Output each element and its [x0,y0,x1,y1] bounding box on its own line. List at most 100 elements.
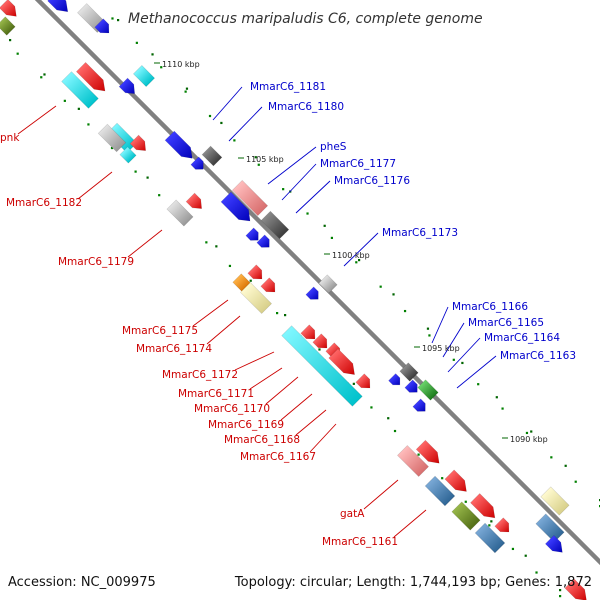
gene-arrow [540,486,570,516]
gene-label: MmarC6_1175 [122,325,198,337]
gene-arrow [281,325,363,407]
gene-leader-line [265,376,299,405]
gene-arrow-shape [164,130,193,159]
gene-arrow-shape [118,77,135,94]
ruler-tick-label: 1100 kbp [332,251,370,260]
gene-arrow-shape [247,264,263,280]
gc-tick-mark [393,429,397,433]
gc-tick-mark [184,90,187,93]
gene-arrow [164,130,193,159]
gc-tick-mark [417,453,420,456]
gene-arrow [0,0,17,17]
gene-arrow-shape [129,134,146,151]
gc-tick-mark [559,595,562,598]
gene-arrow [94,18,110,34]
gene-label: MmarC6_1180 [268,101,344,113]
gene-arrow-shape [220,191,251,222]
gene-arrow [119,146,137,164]
gene-arrow-shape [166,199,194,227]
gene-arrow-shape [260,210,290,240]
gc-tick-mark [233,139,236,142]
gene-arrow [47,0,69,13]
gene-arrow [231,179,269,217]
gene-label: MmarC6_1181 [250,81,326,93]
gene-arrow-shape [190,156,204,170]
gene-label: MmarC6_1165 [468,317,544,329]
gc-tick-mark [501,407,504,410]
gc-tick-mark [228,264,232,268]
gene-arrow [474,522,506,554]
gene-arrow [260,277,276,293]
gene-arrow-shape [451,501,481,531]
gc-tick-mark [511,547,515,551]
gc-tick-mark [428,334,431,337]
gc-tick-mark [441,477,444,480]
gc-tick-mark [574,480,577,483]
gene-label: MmarC6_1182 [6,197,82,209]
leader-layer [17,86,497,538]
gene-leader-line [442,322,465,358]
gene-arrow-shape [328,348,355,375]
ruler-tick-mark [117,19,120,22]
gene-arrow [305,286,319,300]
gene-arrow-shape [119,146,137,164]
ruler-tick-mark [490,520,493,523]
gene-arrow-shape [417,379,439,401]
gc-tick-mark [158,194,161,197]
gene-arrow [0,16,16,36]
gene-arrow [129,134,146,151]
gc-tick-mark [276,312,279,315]
gene-leader-line [447,337,481,373]
gc-tick-mark [257,163,260,166]
gene-leader-line [267,146,317,185]
gene-leader-line [280,393,313,421]
gc-tick-mark [452,358,455,361]
ruler-tick-mark [426,327,430,330]
ruler-tick-mark [461,361,464,365]
gc-tick-mark [330,236,334,240]
gene-arrow [300,324,316,340]
gene-label: pheS [320,141,347,153]
gene-arrow-shape [281,325,363,407]
gene-arrow [399,362,419,382]
gc-tick-mark [134,170,137,173]
ruler-tick-mark [564,464,567,467]
gene-label: MmarC6_1167 [240,451,316,463]
gene-arrow [201,145,223,167]
ruler-tick-mark [215,245,218,248]
gene-leader-line [127,229,163,258]
gene-arrow [318,274,338,294]
genome-summary-text: Topology: circular; Length: 1,744,193 bp… [234,575,592,590]
gc-tick-mark [282,188,285,191]
gene-leader-line [17,105,57,135]
gene-arrow-shape [535,513,565,543]
ruler-tick-mark [220,121,223,125]
gene-arrow [544,534,563,553]
gene-label: MmarC6_1161 [322,536,398,548]
gc-tick-mark [464,500,467,503]
gene-label: MmarC6_1174 [136,343,212,355]
gene-arrow [166,199,194,227]
gene-arrow-shape [305,286,319,300]
gene-arrow [494,517,510,533]
ruler-tick-mark [323,224,326,227]
gene-arrow [397,445,429,477]
gene-arrow-shape [0,0,17,17]
gene-arrow-shape [397,445,429,477]
gene-arrow [312,333,328,349]
gene-label: MmarC6_1166 [452,301,528,313]
map-title: Methanococcus maripaludis C6, complete g… [128,11,483,27]
gene-arrow [97,123,127,153]
gene-arrow-shape [312,333,328,349]
gene-label: MmarC6_1173 [382,227,458,239]
gene-arrow-shape [540,486,570,516]
gene-arrow [535,513,565,543]
ruler-tick-mark [77,107,80,110]
ruler-tick-mark [495,396,498,399]
gc-tick-mark [370,406,373,409]
gene-arrow [328,348,355,375]
gene-label: MmarC6_1176 [334,175,410,187]
gene-arrow [388,373,401,386]
gene-leader-line [393,509,427,538]
